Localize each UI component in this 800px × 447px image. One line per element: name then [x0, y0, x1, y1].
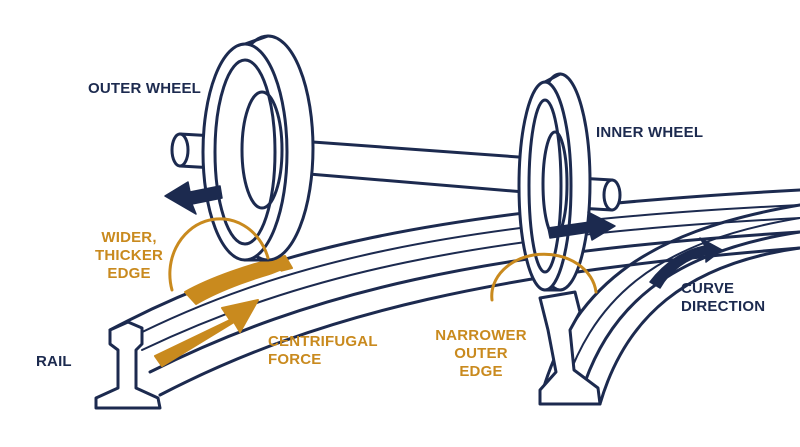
inner-wheel [517, 72, 592, 292]
rail-profile-left [94, 320, 162, 410]
rail-label: RAIL [36, 353, 72, 370]
wider-edge-label: WIDER, THICKER EDGE [95, 229, 164, 282]
outer-wheel [201, 34, 315, 262]
curve-direction-label: CURVE DIRECTION [681, 280, 766, 315]
narrower-edge-label: NARROWER OUTER EDGE [435, 327, 527, 380]
inner-wheel-push-arrow [547, 211, 616, 241]
wider-edge-arc [168, 217, 270, 292]
inner-wheel-label: INNER WHEEL [596, 124, 704, 141]
contact-patch [184, 255, 293, 305]
rail-profile-right [538, 290, 602, 406]
centrifugal-force-arrow [154, 299, 259, 367]
narrower-edge-arc [490, 252, 598, 302]
centrifugal-force-label: CENTRIFUGAL FORCE [268, 333, 378, 368]
outer-wheel-label: OUTER WHEEL [88, 80, 202, 97]
outer-wheel-push-arrow [164, 181, 223, 215]
curve-direction-arrow [649, 237, 723, 289]
